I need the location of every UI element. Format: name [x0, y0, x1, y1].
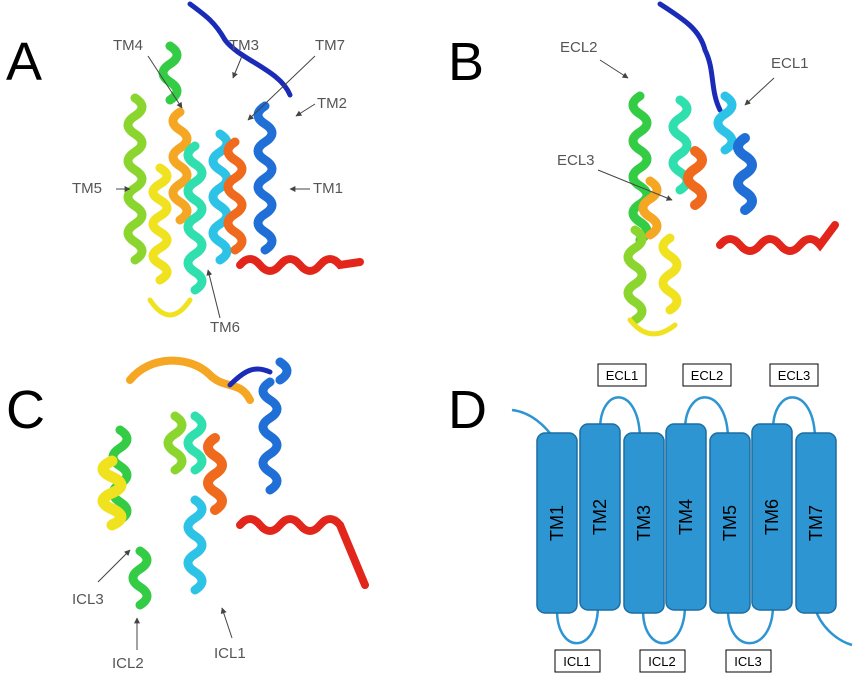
panel-c: C ICL3 ICL2 ICL1: [6, 356, 369, 672]
arrow-a-tm2: [295, 103, 316, 117]
ecl1-label: ECL1: [606, 368, 639, 383]
helix-tm6-label: TM6: [762, 499, 782, 535]
helix-tm3: [623, 432, 665, 614]
label-c-icl2: ICL2: [112, 655, 144, 672]
arrow-a-tm4: [147, 55, 183, 109]
label-a-tm2: TM2: [317, 95, 347, 112]
loop-icl2: [641, 604, 687, 645]
panel-d-letter: D: [448, 380, 487, 440]
protein-structure-b: [623, 1, 839, 337]
panel-a-letter: A: [6, 32, 42, 92]
label-a-tm6: TM6: [210, 319, 240, 336]
helix-tm2: [579, 423, 621, 611]
icl1-label: ICL1: [563, 654, 590, 669]
panel-b-letter: B: [448, 32, 484, 92]
icl3-label: ICL3: [734, 654, 761, 669]
ecl3-label: ECL3: [778, 368, 811, 383]
label-c-icl1: ICL1: [214, 645, 246, 662]
helix-tm2-label: TM2: [590, 499, 610, 535]
arrow-a-tm7: [247, 55, 316, 121]
label-b-ecl2: ECL2: [560, 39, 598, 56]
arrow-a-tm3: [232, 55, 243, 79]
loop-icl3: [726, 604, 775, 645]
loop-ecl3: [771, 396, 817, 441]
icl1-label-box: [554, 649, 601, 673]
ecl1-label-box: [597, 363, 647, 387]
label-b-ecl3: ECL3: [557, 152, 595, 169]
ecl3-label-box: [769, 363, 819, 387]
helix-tm4: [665, 423, 707, 611]
label-a-tm3: TM3: [229, 37, 259, 54]
icl2-label-box: [639, 649, 686, 673]
helix-tm1: [536, 432, 578, 614]
helix-tm3-label: TM3: [634, 505, 654, 541]
arrow-b-ecl3: [597, 169, 673, 201]
label-a-tm4: TM4: [113, 37, 143, 54]
panel-a: A TM4 TM3 TM7 TM2 TM5 TM1 TM6: [6, 1, 364, 336]
helix-tm4-label: TM4: [676, 499, 696, 535]
protein-structure-a: [123, 1, 364, 318]
loop-ecl2: [683, 396, 730, 441]
ecl2-label-box: [682, 363, 732, 387]
arrow-c-icl3: [97, 549, 131, 583]
helix-tm1-label: TM1: [547, 505, 567, 541]
helix-tm7: [795, 432, 837, 614]
panel-d: D TM1 TM2 TM3 TM4 TM5 TM6 TM7 ECL1 ECL2 …: [448, 363, 853, 673]
icl2-label: ICL2: [648, 654, 675, 669]
arrow-b-ecl2: [599, 59, 629, 79]
label-c-icl3: ICL3: [72, 591, 104, 608]
label-a-tm5: TM5: [72, 180, 102, 197]
ecl2-label: ECL2: [691, 368, 724, 383]
protein-structure-c: [97, 356, 369, 610]
helix-tm7-label: TM7: [806, 505, 826, 541]
loop-icl1: [555, 604, 600, 645]
label-b-ecl1: ECL1: [771, 55, 809, 72]
arrow-b-ecl1: [744, 77, 775, 106]
label-a-tm1: TM1: [313, 180, 343, 197]
arrow-a-tm6: [206, 269, 221, 319]
helix-tm5-label: TM5: [720, 505, 740, 541]
panel-c-letter: C: [6, 380, 45, 440]
arrow-c-icl1: [220, 607, 233, 639]
helix-tm5: [709, 432, 751, 614]
helix-tm6: [751, 423, 793, 611]
panel-b: B ECL2 ECL1 ECL3: [448, 1, 839, 337]
loop-ecl1: [598, 396, 642, 441]
icl3-label-box: [725, 649, 772, 673]
label-a-tm7: TM7: [315, 37, 345, 54]
